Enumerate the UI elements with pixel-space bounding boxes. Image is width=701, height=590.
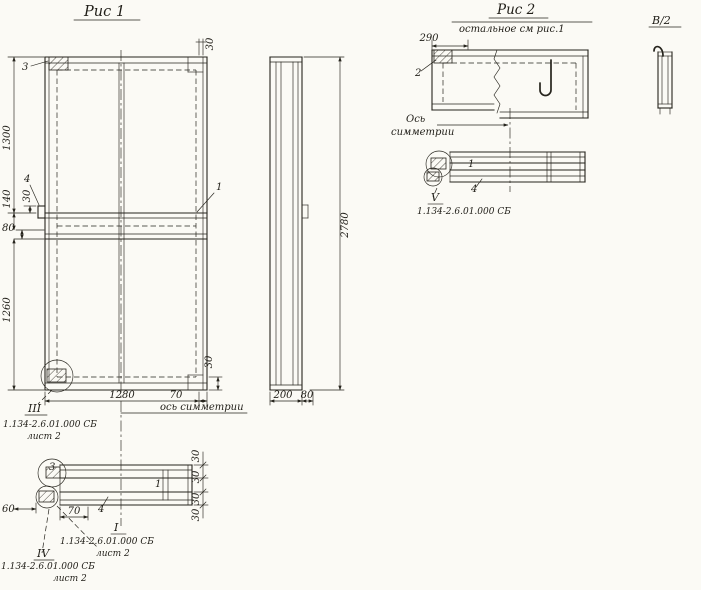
dim-1300: 1300 (2, 125, 13, 151)
fig2-section-callout-4-leader (475, 178, 483, 188)
section-callout-1: 1 (155, 479, 161, 490)
section-mark-iv: IV 1.134-2.6.01.000 СБ лист 2 (1, 547, 95, 584)
fig2-section-callout-4-label: 4 (470, 184, 477, 195)
callout-3-leader (30, 60, 49, 67)
section-callout-4-label: 4 (97, 504, 104, 515)
corner-plate-fig2 (433, 49, 453, 64)
callout-4-leader (29, 184, 40, 206)
fig1-callout-1: 1 (196, 182, 222, 213)
dim-70-section: 70 (68, 506, 81, 517)
fig1-right-dimensions: 30 30 (195, 37, 223, 391)
fig2-title: Рис 2 (496, 2, 535, 18)
dim-30-bottom-right: 30 (204, 355, 215, 368)
view-mark-v: V (431, 191, 440, 204)
detail-callout-circle-iii (40, 359, 74, 393)
fig1-bottom-dimensions: 1280 70 (44, 390, 208, 406)
view-mark-iii: III (27, 402, 42, 415)
dim-80-side: 80 (301, 390, 314, 401)
dim-2780: 2780 (340, 212, 351, 239)
fig1-title-block: Рис 1 (73, 4, 141, 21)
fig2-section-plate-a (430, 157, 447, 170)
fig2-callout-2: 2 (414, 59, 437, 79)
doc-number-iv: 1.134-2.6.01.000 СБ (1, 562, 95, 572)
dim-30-step: 30 (22, 189, 33, 202)
dim-140: 140 (2, 189, 13, 209)
dim-70: 70 (170, 390, 183, 401)
dim-30-stack-4: 30 (191, 508, 202, 521)
fig1-title: Рис 1 (83, 4, 125, 20)
dim-30-stack-1: 30 (191, 449, 202, 462)
fig1-axis-of-symmetry: ось симметрии (120, 50, 248, 526)
fig2-section-plate-b (426, 171, 440, 182)
dim-290: 290 (418, 33, 439, 44)
dim-30-top-right: 30 (205, 37, 216, 50)
dim-1260: 1260 (2, 297, 13, 323)
section-callout-4: 4 (97, 496, 109, 515)
sheet-ref-iii: лист 2 (27, 432, 61, 442)
section-plate-b (38, 490, 55, 503)
fig1-side-view: 2780 200 80 (269, 56, 351, 406)
section-callout-3: 3 (49, 462, 55, 473)
dim-60: 60 (2, 504, 15, 515)
fig2-axis-of-symmetry: Ось симметрии (391, 108, 511, 192)
sheet-ref-iv: лист 2 (53, 574, 87, 584)
fig1-callout-3: 3 (22, 60, 49, 73)
fig1-left-dimensions: 1300 140 30 80 1260 (2, 56, 45, 391)
view-b-title: В/2 (651, 14, 671, 27)
fig1-front-view (37, 56, 208, 393)
callout-1-label: 1 (216, 182, 222, 193)
fig2-partial-view: 290 2 Ось симметрии (391, 33, 589, 192)
callout-3-label: 3 (22, 62, 28, 73)
dim-200: 200 (272, 390, 293, 401)
view-mark-iv: IV (36, 547, 50, 560)
detail-iii-leader (37, 389, 53, 405)
fig2-axis-word2: симметрии (391, 127, 454, 138)
fig1-detail-iii-reference: III 1.134-2.6.01.000 СБ лист 2 (3, 389, 97, 442)
section-plate-a (45, 466, 61, 479)
dim-1280: 1280 (109, 390, 135, 401)
axis-label: ось симметрии (160, 402, 244, 413)
fig2-callout-2-label: 2 (414, 68, 421, 79)
section-callout-circle-b (35, 485, 59, 509)
dim-80: 80 (2, 223, 15, 234)
fig2-title-block: Рис 2 остальное см рис.1 (451, 2, 593, 35)
callout-1-leader (196, 192, 215, 213)
dim-30-stack-2: 30 (191, 470, 202, 483)
break-line (493, 49, 501, 114)
mark-v-leader (432, 187, 438, 198)
view-b-loop-hook (653, 45, 664, 57)
view-b-detail: В/2 (648, 14, 682, 115)
section-callout-4-leader (101, 496, 109, 508)
fig2-note: остальное см рис.1 (459, 24, 565, 35)
callout-4-label: 4 (23, 174, 30, 185)
doc-number-i: 1.134-2.6.01.000 СБ (60, 537, 154, 547)
corner-plate-bottom-left (46, 368, 67, 383)
fig2-section-callout-1: 1 (468, 159, 474, 170)
fig1-callout-4: 4 (23, 174, 40, 206)
corner-plate-top-left (48, 56, 69, 71)
doc-number-iii: 1.134-2.6.01.000 СБ (3, 420, 97, 430)
fig2-callout-2-leader (420, 59, 437, 72)
fig2-horizontal-section: 1 4 V 1.134-2.6.01.000 СБ (417, 150, 586, 217)
doc-number-v: 1.134-2.6.01.000 СБ (417, 207, 511, 217)
fig1-horizontal-section: 3 1 4 30 30 30 30 60 70 I 1.134-2.6.01.0 (1, 449, 209, 584)
view-mark-i: I (113, 521, 119, 534)
fig2-axis-word1: Ось (406, 114, 425, 125)
dim-30-stack-3: 30 (191, 492, 202, 505)
lifting-loop (539, 59, 552, 97)
sheet-ref-i: лист 2 (96, 549, 130, 559)
fig2-mark-v: V 1.134-2.6.01.000 СБ (417, 187, 511, 217)
fig2-section-callout-4: 4 (470, 178, 483, 195)
section-mark-i: I 1.134-2.6.01.000 СБ лист 2 (60, 521, 154, 559)
